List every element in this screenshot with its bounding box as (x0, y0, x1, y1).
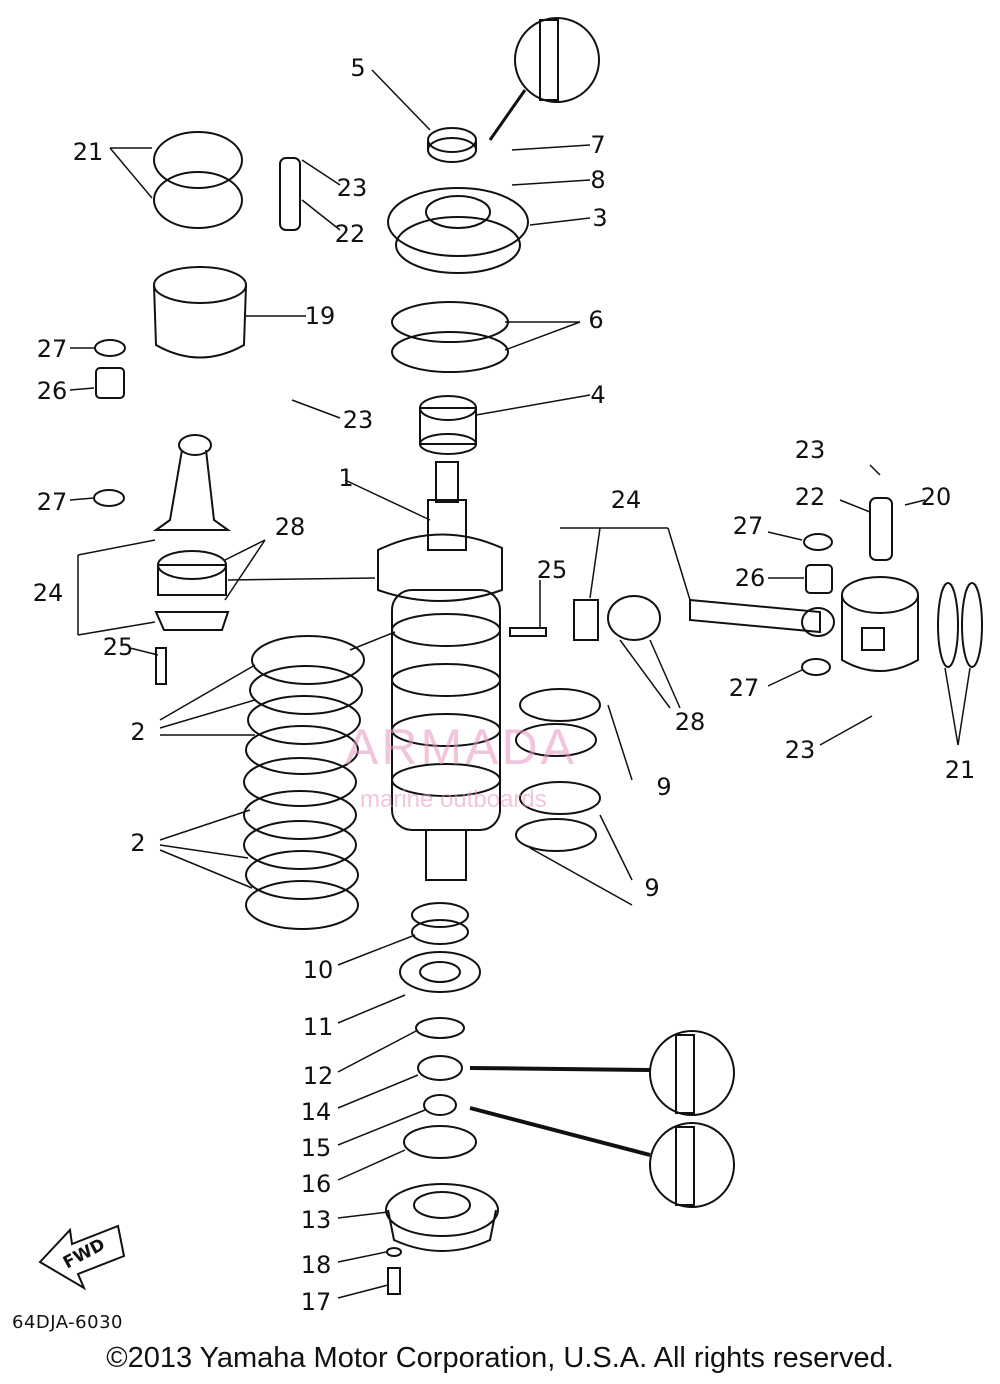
callout-20: 20 (920, 483, 952, 511)
main-bearing-9-upper (515, 688, 601, 757)
callout-24a: 24 (32, 579, 64, 607)
oil-seal-15 (423, 1094, 457, 1116)
piston-ring-pair-left (153, 131, 243, 229)
callout-19: 19 (304, 302, 336, 330)
watermark-tagline: marine outboards (360, 786, 547, 813)
oil-seal-14 (417, 1055, 463, 1081)
o-ring-6a (391, 301, 509, 343)
piston-ring-stack (243, 635, 365, 930)
piston-right (841, 576, 919, 672)
callout-9a: 9 (656, 773, 672, 801)
washer-27-top-right (803, 533, 833, 551)
callout-22b: 22 (794, 483, 826, 511)
callout-23d: 23 (784, 736, 816, 764)
callout-26a: 26 (36, 377, 68, 405)
callout-26b: 26 (734, 564, 766, 592)
callout-18: 18 (300, 1251, 332, 1279)
callout-22a: 22 (334, 220, 366, 248)
piston-ring-right-a (937, 582, 959, 668)
callout-27c: 27 (732, 512, 764, 540)
callout-11: 11 (302, 1013, 334, 1041)
seal-detail-inset-top (514, 17, 600, 103)
callout-25a: 25 (102, 633, 134, 661)
copyright-notice: ©2013 Yamaha Motor Corporation, U.S.A. A… (106, 1342, 894, 1374)
leader-lines (69, 69, 971, 1299)
callout-17: 17 (300, 1288, 332, 1316)
callout-16: 16 (300, 1170, 332, 1198)
callout-9b: 9 (644, 874, 660, 902)
connecting-rod-right (573, 598, 835, 641)
callout-28b: 28 (674, 708, 706, 736)
callout-23b: 23 (342, 406, 374, 434)
bearing-11 (399, 951, 481, 993)
callout-25b: 25 (536, 556, 568, 584)
bolt-25-right (509, 627, 547, 637)
upper-bearing-housing (387, 187, 529, 274)
main-bearing-9-lower (515, 781, 601, 852)
ring-10 (411, 902, 469, 945)
o-ring-6b (391, 331, 509, 373)
watermark-name: ARMADA (345, 719, 577, 775)
callout-2b: 2 (130, 829, 146, 857)
washer-18 (386, 1247, 402, 1257)
needle-bearing-26-left (95, 367, 125, 399)
needle-bearing-26-right (805, 564, 833, 594)
callout-1: 1 (338, 464, 354, 492)
callout-23c: 23 (794, 436, 826, 464)
callout-6: 6 (588, 306, 604, 334)
callout-23a: 23 (336, 174, 368, 202)
callout-7: 7 (590, 131, 606, 159)
callout-27a: 27 (36, 335, 68, 363)
callout-4: 4 (590, 381, 606, 409)
callout-21b: 21 (944, 756, 976, 784)
callout-24b: 24 (610, 486, 642, 514)
washer-27-top-left (94, 339, 126, 357)
piston-pin-left (279, 157, 301, 231)
needle-bearing (419, 395, 477, 455)
piston-left (153, 266, 247, 359)
fwd-arrow-icon (38, 1224, 126, 1291)
callout-14: 14 (300, 1098, 332, 1126)
piston-ring-right-b (961, 582, 983, 668)
seal-detail-inset-low (649, 1122, 735, 1208)
washer-27-bottom-left (93, 489, 125, 507)
callout-28a: 28 (274, 513, 306, 541)
o-ring-16 (403, 1125, 477, 1159)
callout-8: 8 (590, 166, 606, 194)
lower-housing-13 (385, 1183, 499, 1252)
callout-2a: 2 (130, 718, 146, 746)
seal-detail-inset-mid (649, 1030, 735, 1116)
callout-27b: 27 (36, 488, 68, 516)
callout-27d: 27 (728, 674, 760, 702)
callout-21a: 21 (72, 138, 104, 166)
bolt-25-left (155, 647, 167, 685)
callout-15: 15 (300, 1134, 332, 1162)
callout-12: 12 (302, 1062, 334, 1090)
bearing-28-right (607, 595, 661, 641)
snap-ring-12 (415, 1017, 465, 1039)
diagram-code: 64DJA-6030 (12, 1312, 123, 1333)
callout-3: 3 (592, 204, 608, 232)
callout-5: 5 (350, 54, 366, 82)
crankshaft (377, 461, 503, 881)
washer-27-bottom-right (801, 658, 831, 676)
callout-13: 13 (300, 1206, 332, 1234)
connecting-rod-left (152, 434, 232, 631)
oil-seal-top (427, 127, 477, 163)
piston-pin-right (869, 497, 893, 561)
callout-10: 10 (302, 956, 334, 984)
bolt-17 (387, 1267, 401, 1295)
